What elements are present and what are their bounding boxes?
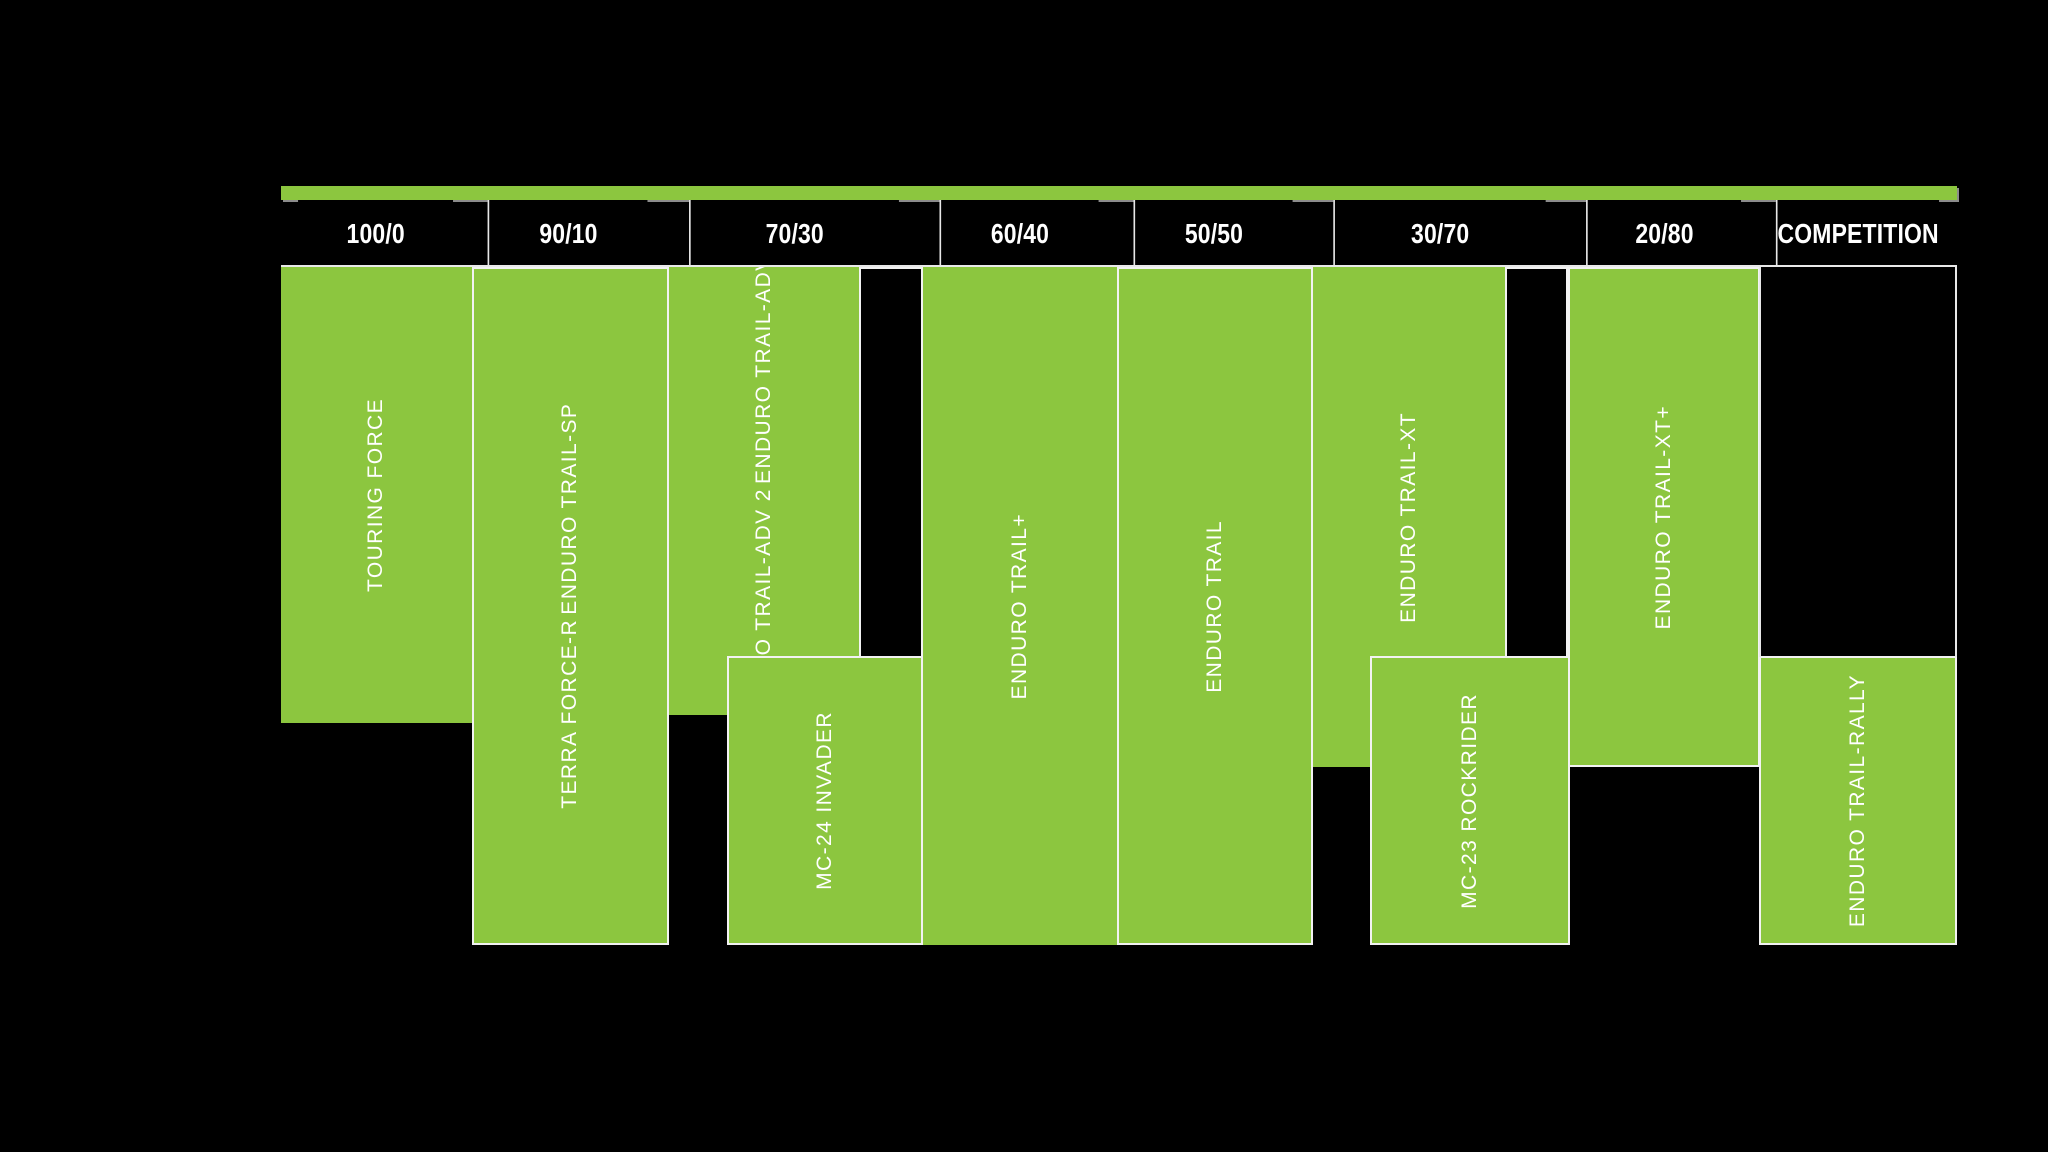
header-cell-20-80[interactable]: 20/80 (1586, 200, 1742, 267)
bar-label-group: TERRA FORCE-R ENDURO TRAIL-SP (558, 403, 582, 809)
bar-label-group: MC-23 ROCKRIDER (1458, 693, 1482, 909)
header-label: 30/70 (1411, 217, 1470, 249)
header-cell-30-70[interactable]: 30/70 (1333, 200, 1546, 267)
bar-label-line-1: MC-23 ROCKRIDER (1457, 692, 1481, 909)
bar-enduro-trail-adv[interactable]: ENDURO TRAIL-ADV 2 ENDURO TRAIL-ADV* (669, 267, 859, 715)
header-label: COMPETITION (1777, 217, 1940, 249)
header-cell-100-0[interactable]: 100/0 (298, 200, 454, 267)
header-label: 20/80 (1635, 217, 1694, 249)
bar-enduro-trail-plus[interactable]: ENDURO TRAIL+ (923, 267, 1117, 945)
bar-label-line-1: ENDURO TRAIL-RALLY (1845, 673, 1869, 928)
bar-enduro-trail-rally[interactable]: ENDURO TRAIL-RALLY (1759, 656, 1957, 945)
header-cell-50-50[interactable]: 50/50 (1133, 200, 1293, 267)
bar-label-line-2: ENDURO TRAIL-ADV* (751, 267, 775, 484)
bar-70-30-empty-slot (859, 267, 923, 660)
bar-label-line-1: ENDURO TRAIL (1202, 519, 1226, 693)
bar-30-70-empty-slot (1505, 267, 1568, 660)
column-separator-competition-right (1955, 267, 1957, 657)
bar-label-line-1: ENDURO TRAIL-XT (1396, 411, 1420, 623)
header-label: 70/30 (765, 217, 824, 249)
bar-label-group: ENDURO TRAIL-XT (1397, 412, 1421, 623)
bar-enduro-trail-xt-plus[interactable]: ENDURO TRAIL-XT+ (1568, 267, 1760, 767)
bar-label-group: ENDURO TRAIL-RALLY (1846, 674, 1870, 927)
header-cell-90-10[interactable]: 90/10 (487, 200, 649, 267)
bar-label-line-2: ENDURO TRAIL-SP (558, 403, 582, 616)
bar-label-group: ENDURO TRAIL-ADV 2 ENDURO TRAIL-ADV* (752, 267, 776, 715)
bar-label-line-1: ENDURO TRAIL-XT+ (1651, 404, 1675, 630)
bar-label-group: ENDURO TRAIL+ (1008, 513, 1032, 699)
column-separator-competition (1759, 267, 1761, 657)
bar-label-group: MC-24 INVADER (813, 711, 837, 890)
header-underline (281, 265, 1957, 267)
bar-mc-24-invader[interactable]: MC-24 INVADER (727, 656, 923, 945)
header-label: 90/10 (539, 217, 598, 249)
header-cell-competition[interactable]: COMPETITION (1776, 200, 1940, 267)
bar-label-group: TOURING FORCE (364, 398, 388, 592)
header-cell-60-40[interactable]: 60/40 (938, 200, 1099, 267)
bar-enduro-trail[interactable]: ENDURO TRAIL (1117, 267, 1313, 945)
bar-touring-force[interactable]: TOURING FORCE (281, 267, 472, 723)
bar-label-line-1: TOURING FORCE (364, 398, 388, 592)
bar-mc-23-rockrider[interactable]: MC-23 ROCKRIDER (1370, 656, 1570, 945)
bar-label-line-1: TERRA FORCE-R (558, 619, 582, 809)
bar-label-line-1: ENDURO TRAIL+ (1007, 512, 1031, 700)
bar-label-group: ENDURO TRAIL-XT+ (1652, 405, 1676, 629)
bar-label-group: ENDURO TRAIL (1203, 520, 1227, 693)
header-cell-70-30[interactable]: 70/30 (688, 200, 899, 267)
header-label: 60/40 (990, 217, 1049, 249)
header-label: 50/50 (1184, 217, 1243, 249)
top-accent-rail (281, 186, 1957, 200)
bar-label-line-1: MC-24 INVADER (812, 711, 836, 890)
column-header-row: 100/0 90/10 70/30 60/40 50/50 30/70 20/8… (281, 200, 1957, 267)
header-label: 100/0 (346, 217, 405, 249)
bar-terra-force-r[interactable]: TERRA FORCE-R ENDURO TRAIL-SP (472, 267, 669, 945)
